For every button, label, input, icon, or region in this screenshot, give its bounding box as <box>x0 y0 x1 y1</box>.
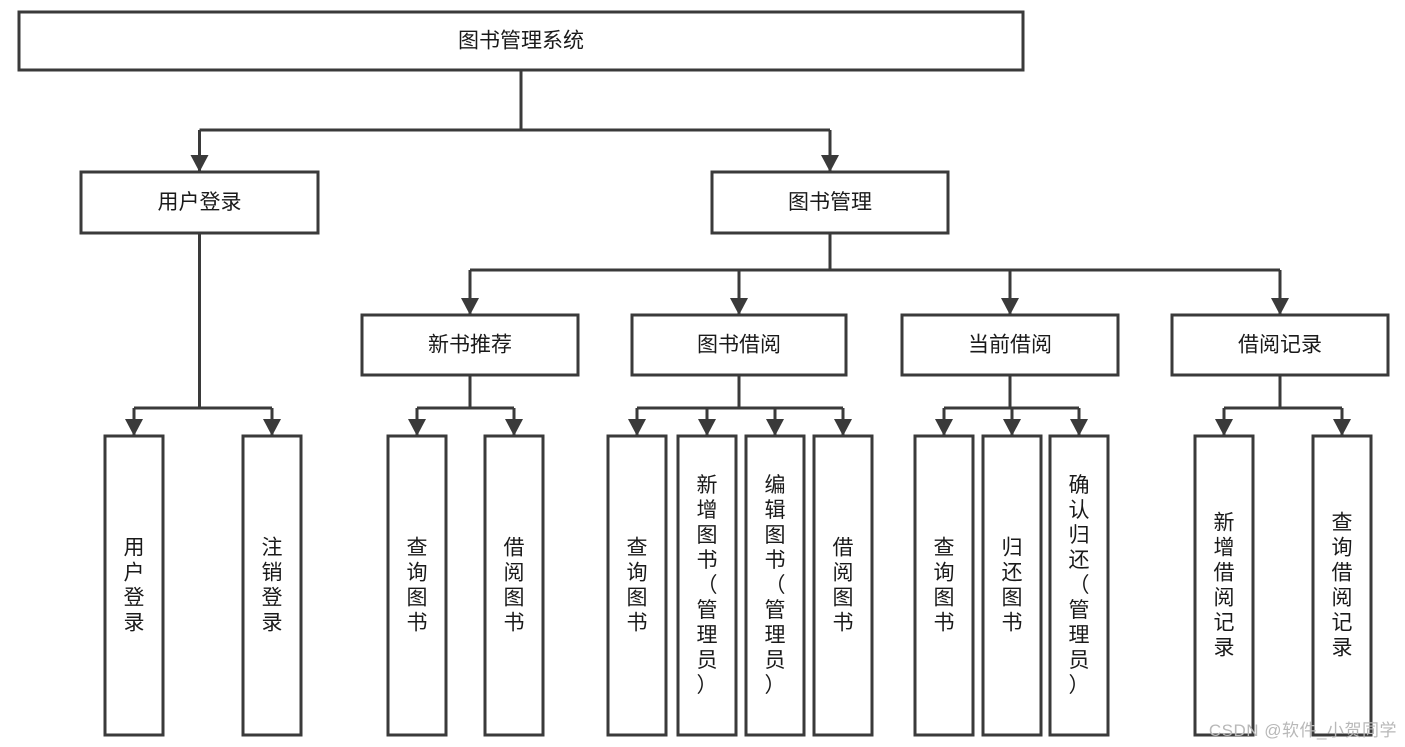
connector-book-borrow <box>628 375 852 436</box>
arrow-head-icon <box>766 419 784 436</box>
node-label-new-book-rec: 新书推荐 <box>428 334 512 357</box>
node-box-leaf-query-borrow-record[interactable] <box>1311 434 1373 737</box>
node-leaf-edit-book-admin[interactable]: 编辑图书（管理员） <box>744 434 806 737</box>
node-label-leaf-confirm-return-admin: 确认归还（管理员） <box>1069 474 1090 697</box>
node-leaf-user-login[interactable]: 用户登录 <box>103 434 165 737</box>
connector-borrow-record <box>1215 375 1351 436</box>
node-box-leaf-query-book-new[interactable] <box>386 434 448 737</box>
arrow-head-icon <box>698 419 716 436</box>
node-box-user-login[interactable] <box>79 170 320 235</box>
arrow-head-icon <box>628 419 646 436</box>
node-label-borrow-record: 借阅记录 <box>1238 334 1322 357</box>
node-label-leaf-add-book-admin: 新增图书（管理员） <box>697 474 718 697</box>
node-box-leaf-borrow-book-new[interactable] <box>483 434 545 737</box>
node-new-book-rec[interactable]: 新书推荐 <box>360 313 580 377</box>
node-layer: 图书管理系统用户登录图书管理新书推荐图书借阅当前借阅借阅记录用户登录注销登录查询… <box>17 10 1390 737</box>
arrow-head-icon <box>935 419 953 436</box>
arrow-head-icon <box>263 419 281 436</box>
connector-new-book-rec <box>408 375 523 436</box>
node-label-leaf-borrow-book: 借阅图书 <box>833 537 854 635</box>
node-box-book-borrow[interactable] <box>630 313 848 377</box>
node-leaf-borrow-book[interactable]: 借阅图书 <box>812 434 874 737</box>
node-box-book-manage[interactable] <box>710 170 950 235</box>
node-label-leaf-return-book: 归还图书 <box>1002 537 1023 635</box>
node-book-manage[interactable]: 图书管理 <box>710 170 950 235</box>
node-label-leaf-query-book-current: 查询图书 <box>934 537 955 635</box>
node-label-current-borrow: 当前借阅 <box>968 334 1052 357</box>
arrow-head-icon <box>1001 298 1019 315</box>
node-box-leaf-return-book[interactable] <box>981 434 1043 737</box>
arrow-head-icon <box>834 419 852 436</box>
arrow-head-icon <box>1271 298 1289 315</box>
connector-user-login <box>125 233 281 436</box>
node-user-login[interactable]: 用户登录 <box>79 170 320 235</box>
node-label-root: 图书管理系统 <box>458 30 584 53</box>
connector-layer <box>125 70 1351 436</box>
arrow-head-icon <box>1070 419 1088 436</box>
node-box-leaf-user-logout[interactable] <box>241 434 303 737</box>
node-label-book-manage: 图书管理 <box>788 191 872 214</box>
node-box-new-book-rec[interactable] <box>360 313 580 377</box>
connector-root <box>190 70 839 172</box>
node-box-leaf-query-book-borrow[interactable] <box>606 434 668 737</box>
node-label-leaf-borrow-book-new: 借阅图书 <box>504 537 525 635</box>
node-leaf-borrow-book-new[interactable]: 借阅图书 <box>483 434 545 737</box>
node-label-leaf-query-book-new: 查询图书 <box>407 537 428 635</box>
node-leaf-return-book[interactable]: 归还图书 <box>981 434 1043 737</box>
node-label-leaf-edit-book-admin: 编辑图书（管理员） <box>765 474 786 697</box>
arrow-head-icon <box>1003 419 1021 436</box>
node-leaf-add-book-admin[interactable]: 新增图书（管理员） <box>676 434 738 737</box>
arrow-head-icon <box>1333 419 1351 436</box>
node-leaf-query-book-borrow[interactable]: 查询图书 <box>606 434 668 737</box>
node-label-user-login: 用户登录 <box>158 191 242 214</box>
arrow-head-icon <box>1215 419 1233 436</box>
node-box-borrow-record[interactable] <box>1170 313 1390 377</box>
node-label-leaf-query-borrow-record: 查询借阅记录 <box>1332 512 1353 660</box>
arrow-head-icon <box>125 419 143 436</box>
arrow-head-icon <box>461 298 479 315</box>
node-box-root[interactable] <box>17 10 1025 72</box>
node-label-leaf-user-logout: 注销登录 <box>262 537 283 635</box>
node-box-leaf-add-borrow-record[interactable] <box>1193 434 1255 737</box>
node-box-leaf-user-login[interactable] <box>103 434 165 737</box>
arrow-head-icon <box>505 419 523 436</box>
node-current-borrow[interactable]: 当前借阅 <box>900 313 1120 377</box>
arrow-head-icon <box>408 419 426 436</box>
node-root[interactable]: 图书管理系统 <box>17 10 1025 72</box>
node-box-leaf-borrow-book[interactable] <box>812 434 874 737</box>
node-leaf-user-logout[interactable]: 注销登录 <box>241 434 303 737</box>
arrow-head-icon <box>821 155 839 172</box>
node-label-leaf-add-borrow-record: 新增借阅记录 <box>1214 512 1235 660</box>
connector-current-borrow <box>935 375 1088 436</box>
node-leaf-query-borrow-record[interactable]: 查询借阅记录 <box>1311 434 1373 737</box>
node-box-leaf-edit-book-admin[interactable] <box>744 434 806 737</box>
node-box-current-borrow[interactable] <box>900 313 1120 377</box>
node-box-leaf-confirm-return-admin[interactable] <box>1048 434 1110 737</box>
node-box-leaf-query-book-current[interactable] <box>913 434 975 737</box>
node-box-leaf-add-book-admin[interactable] <box>676 434 738 737</box>
arrow-head-icon <box>730 298 748 315</box>
node-label-leaf-user-login: 用户登录 <box>124 537 145 635</box>
node-leaf-confirm-return-admin[interactable]: 确认归还（管理员） <box>1048 434 1110 737</box>
connector-book-manage <box>461 233 1289 315</box>
node-borrow-record[interactable]: 借阅记录 <box>1170 313 1390 377</box>
node-label-book-borrow: 图书借阅 <box>697 334 781 357</box>
node-leaf-query-book-new[interactable]: 查询图书 <box>386 434 448 737</box>
node-leaf-query-book-current[interactable]: 查询图书 <box>913 434 975 737</box>
arrow-head-icon <box>190 155 209 172</box>
node-book-borrow[interactable]: 图书借阅 <box>630 313 848 377</box>
node-leaf-add-borrow-record[interactable]: 新增借阅记录 <box>1193 434 1255 737</box>
node-label-leaf-query-book-borrow: 查询图书 <box>627 537 648 635</box>
